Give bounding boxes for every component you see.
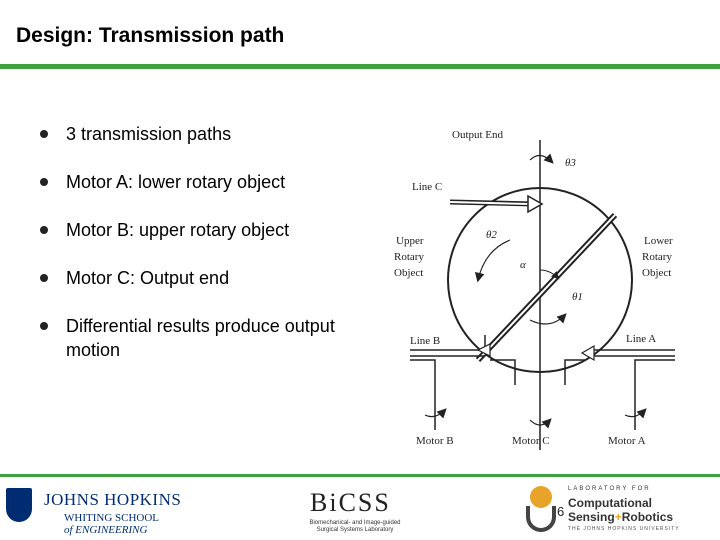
bullet-item: Differential results produce output moti… (40, 314, 340, 362)
motor-a-label: Motor A (608, 435, 646, 447)
lower-object-label-3: Object (642, 267, 671, 279)
jhu-logo: JOHNS HOPKINS WHITING SCHOOL of ENGINEER… (6, 486, 186, 536)
theta3-label: θ3 (565, 157, 576, 169)
page-number: 6 (557, 504, 565, 519)
bullet-dot-icon (40, 274, 48, 282)
bullet-text: Motor B: upper rotary object (66, 220, 290, 240)
motor-b-leg (410, 359, 436, 430)
motor-b-arc (424, 408, 447, 419)
line-c-arrowhead (527, 194, 544, 214)
line-c-label: Line C (412, 181, 442, 193)
alpha-label: α (520, 259, 526, 271)
bullet-text: Motor C: Output end (66, 268, 230, 288)
theta1-arc (529, 313, 567, 325)
motor-c-label: Motor C (512, 435, 550, 447)
lcsr-plus: + (614, 510, 622, 524)
line-a-arrowhead (580, 344, 595, 362)
bullet-text: Motor A: lower rotary object (66, 172, 286, 192)
line-b-arrowhead (476, 343, 491, 357)
jhu-engineering: of ENGINEERING (64, 524, 148, 536)
line-b-label: Line B (410, 335, 440, 347)
footer-divider (0, 474, 720, 477)
jhu-school: WHITING SCHOOL (64, 512, 160, 524)
lcsr-sensing: Sensing (568, 510, 615, 524)
upper-object-label-3: Object (394, 267, 423, 279)
bullet-item: 3 transmission paths (40, 122, 340, 146)
bullet-dot-icon (40, 226, 48, 234)
bullet-item: Motor A: lower rotary object (40, 170, 340, 194)
line-a-label: Line A (626, 333, 656, 345)
inner-leg-left (490, 359, 516, 385)
lcsr-computational: Computational (568, 496, 652, 510)
lower-object-label-2: Rotary (642, 251, 672, 263)
bullet-list: 3 transmission paths Motor A: lower rota… (40, 122, 340, 386)
motor-b-label: Motor B (416, 435, 454, 447)
output-end-label: Output End (452, 129, 504, 141)
lcsr-robotics: Robotics (621, 510, 674, 524)
theta2-label: θ2 (486, 229, 497, 241)
jhu-shield-icon (6, 488, 32, 522)
alpha-arc (539, 269, 560, 280)
bics-wordmark: BiCSS (310, 488, 391, 517)
theta1-label: θ1 (572, 291, 583, 303)
motor-c-arc (529, 418, 552, 429)
lcsr-logo: LABORATORY FOR Computational Sensing+Rob… (524, 484, 714, 538)
inner-leg-right (564, 359, 585, 385)
lcsr-university: THE JOHNS HOPKINS UNIVERSITY (568, 526, 680, 532)
slide-title: Design: Transmission path (16, 24, 285, 47)
motor-a-leg (634, 359, 675, 430)
bullet-dot-icon (40, 130, 48, 138)
lcsr-lab-label: LABORATORY FOR (568, 486, 651, 492)
bullet-item: Motor B: upper rotary object (40, 218, 340, 242)
bullet-dot-icon (40, 322, 48, 330)
bullet-text: Differential results produce output moti… (66, 316, 335, 360)
bics-logo: BiCSS Biomechanical- and Image-guided Su… (300, 488, 410, 538)
upper-object-label-1: Upper (396, 235, 424, 247)
theta2-arc (474, 239, 511, 283)
lcsr-head-icon (530, 486, 552, 508)
bullet-text: 3 transmission paths (66, 124, 232, 144)
lower-object-label-1: Lower (644, 235, 673, 247)
lcsr-stem-icon (526, 506, 556, 532)
line-c-arrow-inner (449, 201, 531, 205)
upper-object-label-2: Rotary (394, 251, 424, 263)
theta3-arc (529, 153, 554, 164)
jhu-name: JOHNS HOPKINS (44, 490, 182, 509)
bics-subtitle: Biomechanical- and Image-guided Surgical… (309, 520, 401, 533)
bullet-item: Motor C: Output end (40, 266, 340, 290)
motor-a-arc (624, 408, 647, 419)
title-divider (0, 64, 720, 69)
diagonal-shaft-inner (477, 214, 616, 361)
transmission-diagram: Output End Line C Line B Line A Upper Ro… (394, 129, 675, 450)
bullet-dot-icon (40, 178, 48, 186)
lcsr-sensing-robotics: Sensing+Robotics (568, 510, 673, 524)
